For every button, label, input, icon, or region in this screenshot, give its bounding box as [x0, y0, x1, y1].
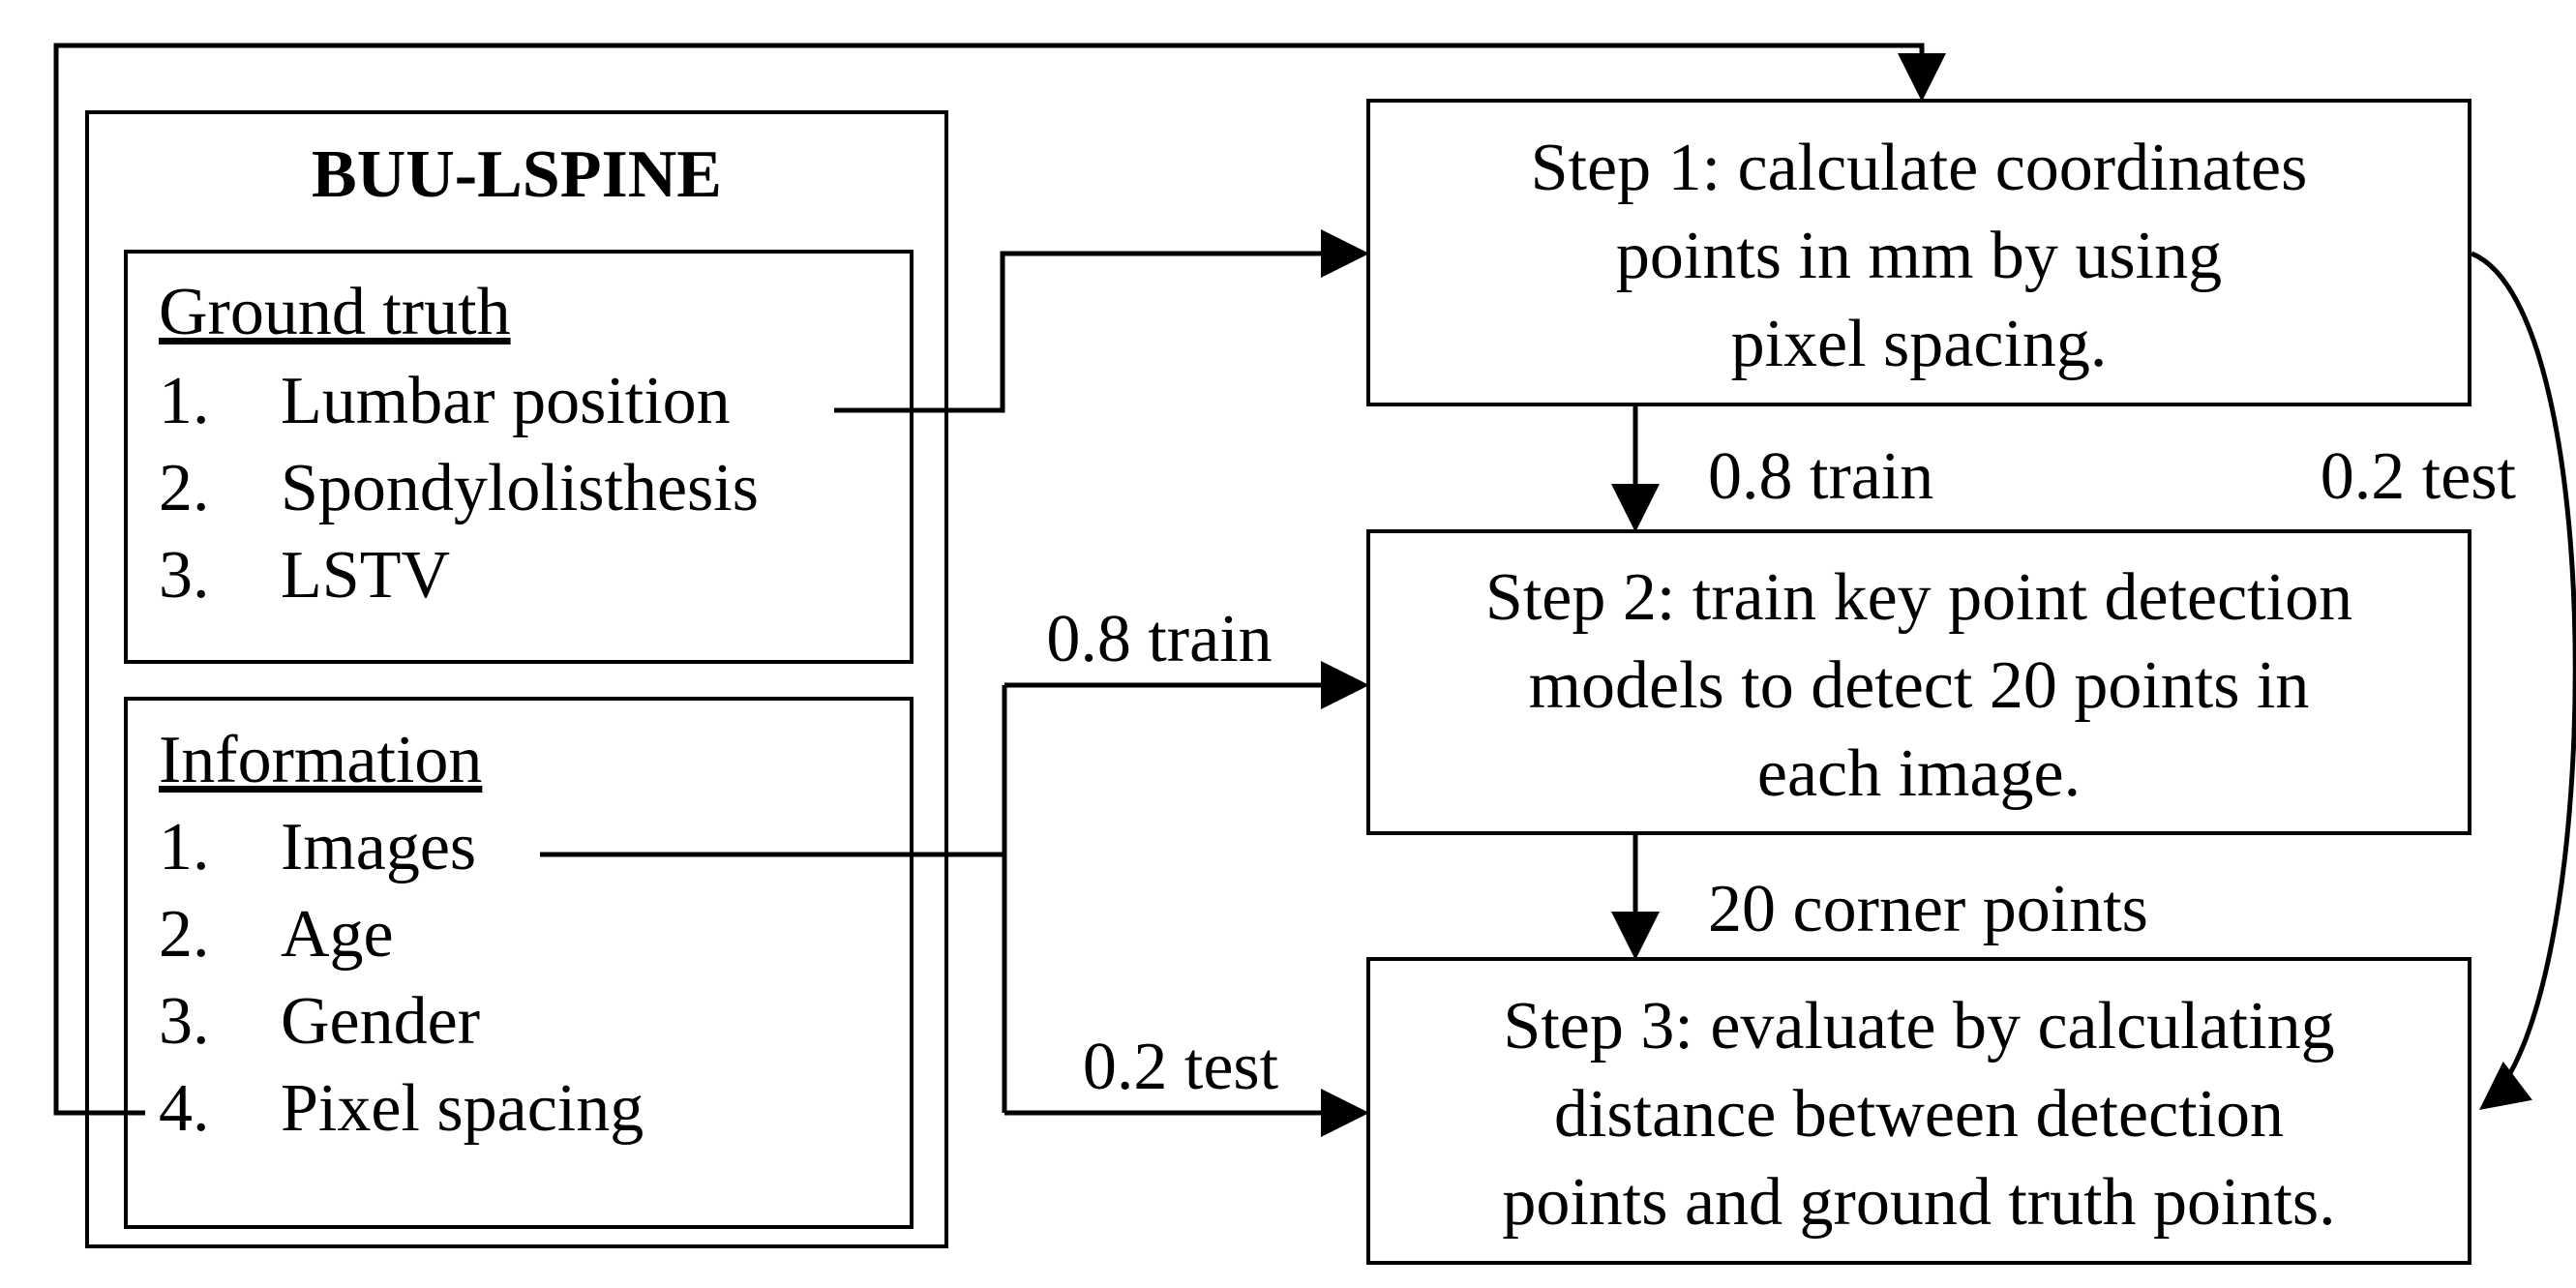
information-heading: Information	[159, 723, 482, 797]
info-item-4-num: 4.	[159, 1071, 210, 1146]
step2-line-1: Step 2: train key point detection	[1485, 560, 2352, 635]
info-item-3-num: 3.	[159, 984, 210, 1059]
gt-item-2-num: 2.	[159, 451, 210, 525]
step2-line-2: models to detect 20 points in	[1529, 648, 2310, 723]
arrow-pixel-spacing-to-step1	[53, 43, 1946, 1116]
step1-line-3: pixel spacing.	[1731, 307, 2108, 381]
gt-item-3-label: LSTV	[281, 538, 450, 613]
label-images-to-step3: 0.2 test	[1083, 1030, 1279, 1104]
step3-line-3: points and ground truth points.	[1502, 1165, 2335, 1240]
gt-item-2-label: Spondylolisthesis	[281, 451, 759, 525]
label-step2-to-step3: 20 corner points	[1708, 872, 2148, 946]
step1-line-2: points in mm by using	[1616, 219, 2222, 293]
info-item-2-label: Age	[281, 897, 394, 972]
gt-item-3-num: 3.	[159, 538, 210, 613]
gt-item-1-label: Lumbar position	[281, 364, 731, 438]
label-step1-to-step2: 0.8 train	[1708, 439, 1933, 514]
ground-truth-box	[124, 250, 914, 664]
info-item-1-num: 1.	[159, 810, 210, 884]
gt-item-1-num: 1.	[159, 364, 210, 438]
arrow-step1-to-step3	[2471, 251, 2576, 1111]
step3-line-1: Step 3: evaluate by calculating	[1503, 989, 2334, 1063]
arrow-lumbar-to-step1	[834, 229, 1369, 413]
label-images-to-step2: 0.8 train	[1046, 602, 1272, 676]
dataset-title: BUU-LSPINE	[312, 137, 722, 212]
info-item-2-num: 2.	[159, 897, 210, 972]
info-item-1-label: Images	[281, 810, 476, 884]
label-step1-to-step3: 0.2 test	[2321, 439, 2517, 514]
step2-line-3: each image.	[1757, 736, 2081, 811]
step3-line-2: distance between detection	[1554, 1077, 2284, 1152]
dataset-box	[85, 110, 948, 1248]
information-box	[124, 697, 914, 1229]
step1-line-1: Step 1: calculate coordinates	[1531, 131, 2308, 205]
info-item-4-label: Pixel spacing	[281, 1071, 644, 1146]
ground-truth-heading: Ground truth	[159, 275, 511, 349]
info-item-3-label: Gender	[281, 984, 480, 1059]
